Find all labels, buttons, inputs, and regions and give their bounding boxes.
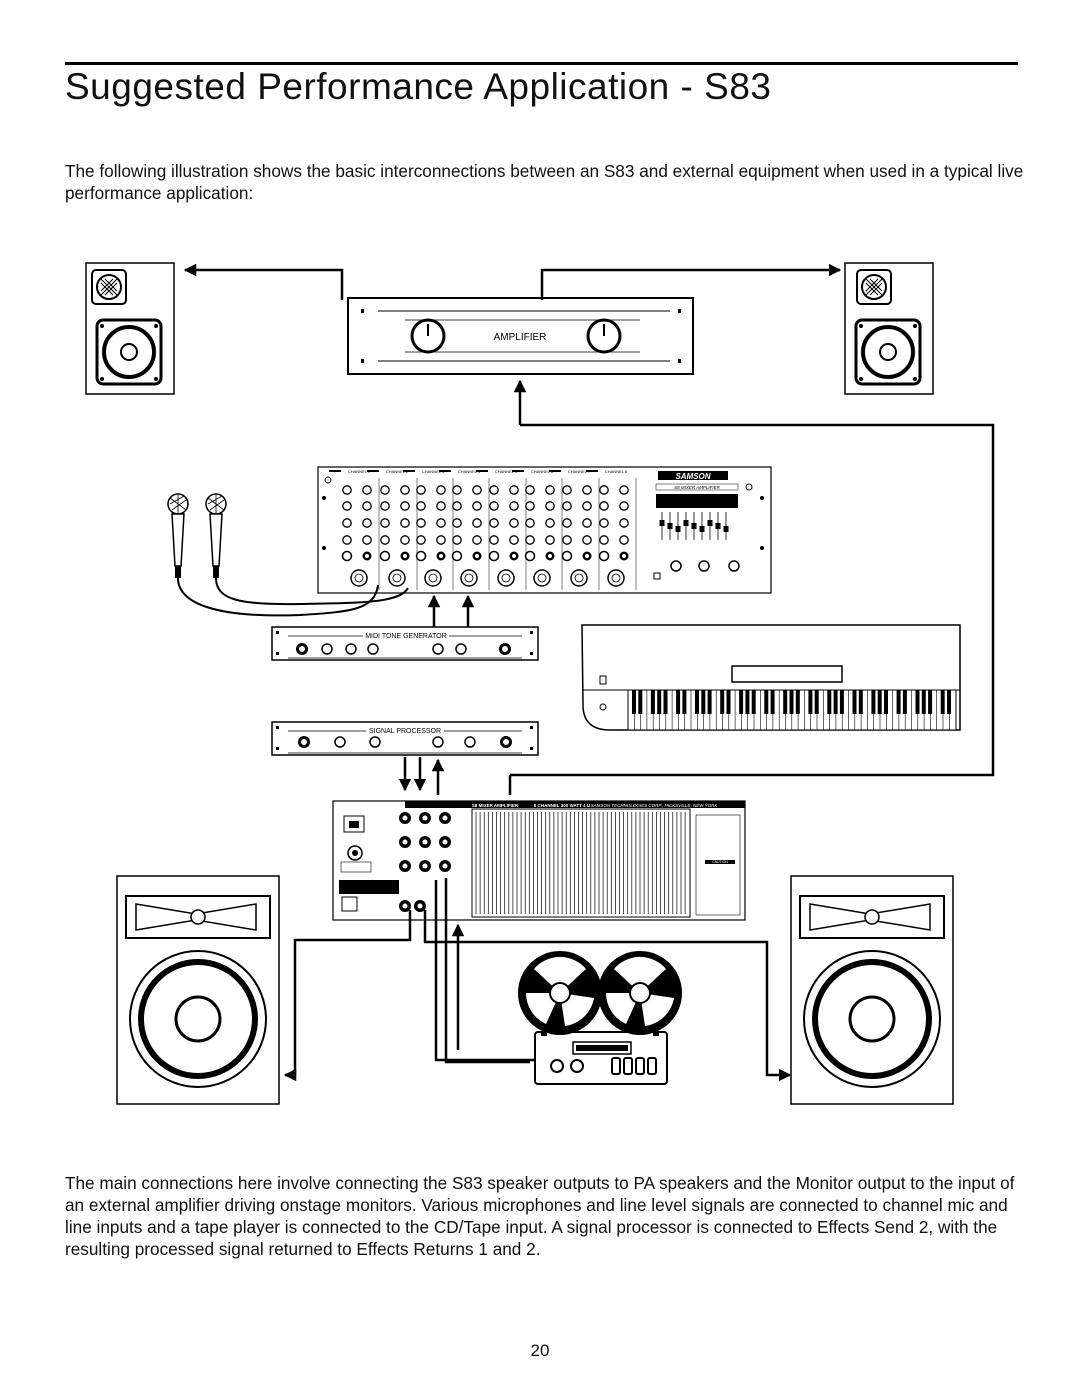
midi-tone-generator: MIDI TONE GENERATOR	[271, 626, 539, 661]
channel-label: CHANNEL 3	[422, 469, 445, 474]
body-paragraph: The main connections here involve connec…	[65, 1173, 1015, 1259]
channel-label: CHANNEL 7	[568, 469, 591, 474]
tape-deck	[518, 951, 682, 1085]
keyboard-synthesizer	[581, 624, 961, 731]
signal-processor: SIGNAL PROCESSOR	[271, 721, 539, 756]
channel-label: CHANNEL 6	[531, 469, 554, 474]
rear-model: S8 MIXER AMPLIFIER	[472, 803, 519, 808]
amplifier-label: AMPLIFIER	[494, 332, 547, 343]
channel-label: CHANNEL 5	[495, 469, 518, 474]
title-rule	[65, 62, 1018, 65]
amplifier: AMPLIFIER	[347, 297, 694, 375]
midi-label: MIDI TONE GENERATOR	[365, 633, 447, 640]
mixer-brand: SAMSON	[675, 472, 710, 481]
rear-maker: SAMSON TECHNOLOGIES CORP., HICKSVILLE, N…	[591, 803, 719, 808]
channel-label: CHANNEL 2	[386, 469, 409, 474]
microphone-2	[205, 493, 227, 578]
monitor-speaker-left	[85, 262, 175, 395]
channel-label: CHANNEL 4	[458, 469, 481, 474]
pa-speaker-right	[790, 875, 954, 1105]
processor-label: SIGNAL PROCESSOR	[369, 728, 441, 735]
mixer-front-panel: CHANNEL 1 CHANNEL 2 CHANNEL 3 CHANNEL 4 CHAN…	[317, 466, 772, 594]
page-title: Suggested Performance Application - S83	[65, 66, 772, 107]
rear-channels: 8 CHANNEL 300 WATT 4 U	[534, 803, 590, 808]
rear-caution: CAUTION	[712, 860, 728, 864]
mixer-rear-panel: S8 MIXER AMPLIFIER 8 CHANNEL 300 WATT 4 …	[332, 800, 746, 921]
pa-speaker-left	[116, 875, 280, 1105]
monitor-speaker-right	[844, 262, 934, 395]
channel-label: CHANNEL 8	[605, 469, 628, 474]
mixer-model: S8 MIXER AMPLIFIER	[674, 485, 721, 490]
intro-paragraph: The following illustration shows the bas…	[65, 161, 1024, 203]
page-number: 20	[530, 1341, 550, 1360]
microphone-1	[167, 493, 189, 578]
channel-label: CHANNEL 1	[348, 469, 371, 474]
